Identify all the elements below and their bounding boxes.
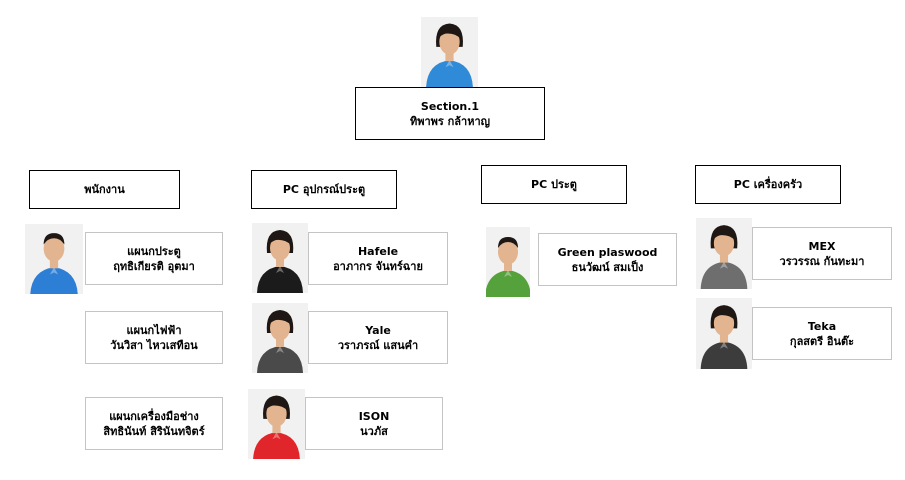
portrait-hair: [498, 237, 518, 248]
portrait-shirt: [30, 267, 78, 294]
portrait-collar: [445, 60, 454, 68]
portrait-fringe: [265, 399, 288, 411]
member-card: Teka กุลสตรี อินต๊ะ: [752, 307, 892, 360]
portrait-neck: [504, 261, 512, 271]
portrait-collar: [504, 270, 512, 277]
member-title: แผนกไฟฟ้า: [126, 323, 182, 337]
member-name: นวภัส: [360, 424, 388, 438]
column-header-pc-door: PC ประตู: [481, 165, 627, 204]
member-photo: [252, 303, 308, 373]
portrait-face: [439, 29, 460, 55]
portrait-neck: [276, 337, 284, 347]
portrait-shirt: [700, 341, 748, 369]
portrait-fringe: [712, 309, 736, 321]
portrait-figure: [421, 17, 478, 87]
portrait-neck: [276, 257, 284, 267]
member-card: ISON นวภัส: [305, 397, 443, 450]
portrait-figure: [248, 389, 305, 459]
portrait-fringe: [438, 27, 461, 39]
member-card: Hafele อาภากร จันทร์ฉาย: [308, 232, 448, 285]
portrait-shirt: [700, 261, 748, 289]
portrait-face: [43, 235, 65, 262]
portrait-face: [498, 239, 518, 265]
portrait-neck: [49, 257, 59, 269]
portrait-hair: [43, 233, 65, 245]
portrait-fringe: [269, 313, 291, 325]
portrait-face: [266, 401, 287, 427]
portrait-face: [270, 315, 290, 341]
root-title: Section.1: [420, 99, 480, 113]
portrait-figure: [696, 218, 752, 289]
portrait-collar: [49, 267, 59, 275]
member-title: แผนกเครื่องมือช่าง: [109, 409, 199, 423]
member-title: ISON: [358, 409, 390, 423]
member-title: Green plaswood: [557, 245, 658, 259]
portrait-collar: [272, 432, 281, 440]
portrait-shirt: [257, 266, 303, 293]
member-name: วันวิสา ไหวเสทือน: [110, 338, 198, 352]
member-photo: [696, 218, 752, 289]
column-header-pc-kitchen: PC เครื่องครัว: [695, 165, 841, 204]
portrait-face: [713, 230, 735, 257]
member-title: Yale: [365, 323, 391, 337]
portrait-fringe: [712, 229, 736, 241]
member-photo: [252, 223, 308, 293]
column-header-label: พนักงาน: [84, 183, 125, 196]
member-card: แผนกเครื่องมือช่าง สิทธินันท์ สิรินันทจิ…: [85, 397, 223, 450]
root-name: ทิพาพร กล้าหาญ: [409, 114, 491, 128]
portrait-neck: [719, 332, 729, 343]
portrait-neck: [272, 422, 281, 434]
member-name: กุลสตรี อินต๊ะ: [789, 334, 855, 348]
member-name: วราภรณ์ แสนคำ: [337, 338, 419, 352]
member-card: แผนกไฟฟ้า วันวิสา ไหวเสทือน: [85, 311, 223, 364]
member-title: Hafele: [357, 244, 399, 258]
column-header-pc-door-accessories: PC อุปกรณ์ประตู: [251, 170, 397, 209]
member-title: MEX: [808, 239, 836, 253]
member-name: วรวรรณ กันทะมา: [779, 254, 865, 268]
portrait-figure: [252, 223, 308, 293]
member-photo: [486, 227, 530, 297]
member-name: สิทธินันท์ สิรินันทจิตร์: [103, 424, 205, 438]
portrait-shirt: [253, 432, 300, 459]
portrait-face: [270, 235, 290, 261]
member-card: Green plaswood ธนวัฒน์ สมเป็ง: [538, 233, 677, 286]
member-photo: [25, 224, 83, 294]
member-title: แผนกประตู: [127, 244, 181, 258]
portrait-face: [713, 310, 735, 337]
portrait-shirt: [486, 270, 530, 297]
portrait-collar: [719, 261, 729, 269]
member-name: ธนวัฒน์ สมเป็ง: [571, 260, 644, 274]
column-header-label: PC อุปกรณ์ประตู: [282, 183, 366, 196]
portrait-neck: [445, 50, 454, 62]
portrait-neck: [719, 252, 729, 263]
portrait-figure: [696, 298, 752, 369]
portrait-collar: [276, 266, 284, 273]
portrait-collar: [276, 346, 284, 353]
member-name: ฤทธิเกียรติ อุตมา: [113, 259, 195, 273]
portrait-figure: [252, 303, 308, 373]
portrait-shirt: [426, 60, 473, 87]
member-title: Teka: [807, 319, 837, 333]
root-node: Section.1 ทิพาพร กล้าหาญ: [355, 87, 545, 140]
portrait-figure: [486, 227, 530, 297]
portrait-figure: [25, 224, 83, 294]
member-card: Yale วราภรณ์ แสนคำ: [308, 311, 448, 364]
member-card: แผนกประตู ฤทธิเกียรติ อุตมา: [85, 232, 223, 285]
column-header-label: PC เครื่องครัว: [733, 178, 803, 191]
portrait-shirt: [257, 346, 303, 373]
portrait-fringe: [269, 233, 291, 245]
column-header-staff: พนักงาน: [29, 170, 180, 209]
column-header-label: PC ประตู: [531, 178, 577, 191]
root-photo: [421, 17, 478, 87]
member-photo: [696, 298, 752, 369]
member-card: MEX วรวรรณ กันทะมา: [752, 227, 892, 280]
portrait-collar: [719, 341, 729, 349]
member-photo: [248, 389, 305, 459]
member-name: อาภากร จันทร์ฉาย: [333, 259, 423, 273]
